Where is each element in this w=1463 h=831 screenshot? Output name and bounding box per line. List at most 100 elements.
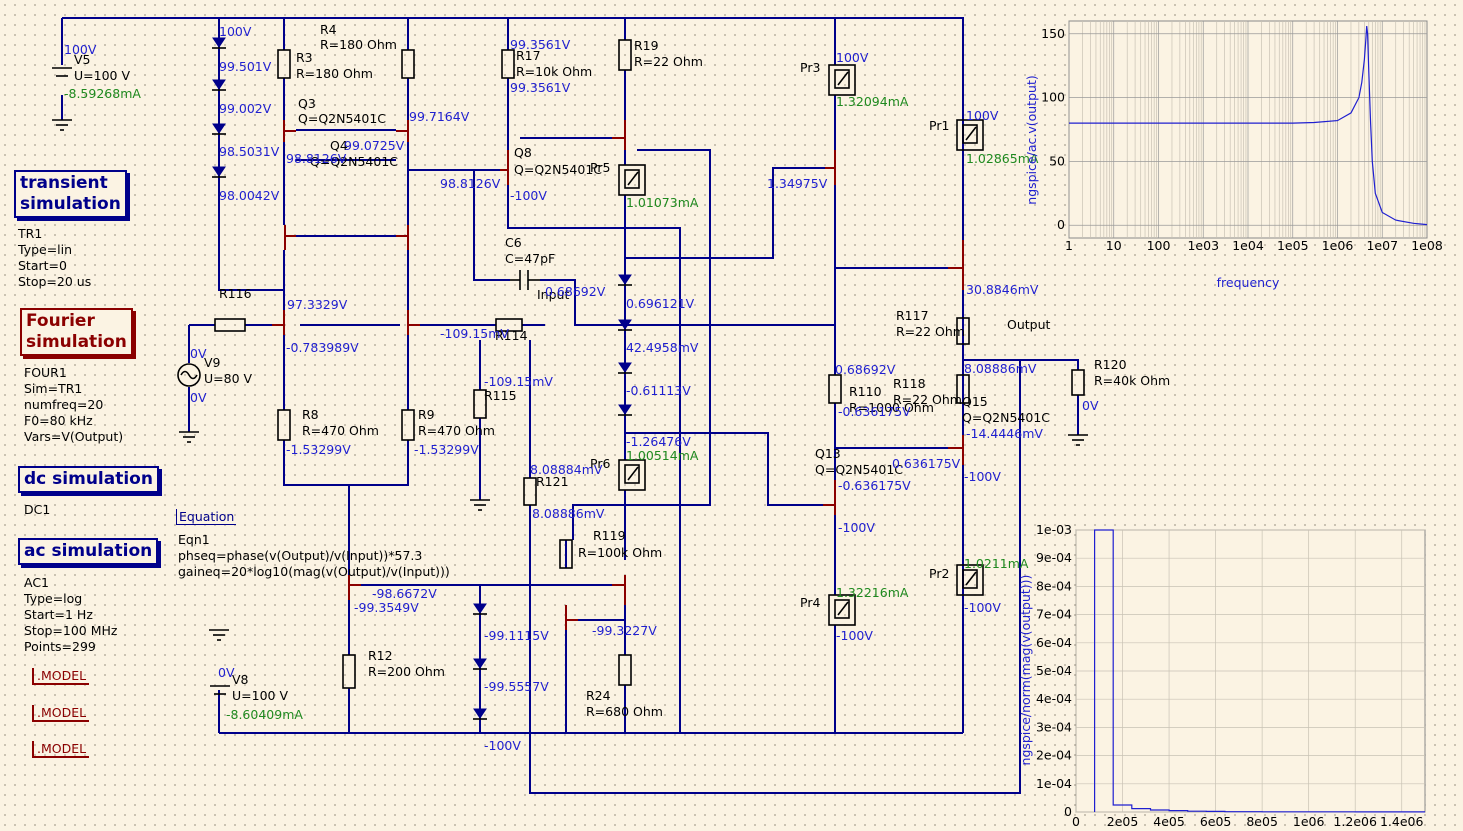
q15-name: Q15: [962, 394, 988, 409]
r118-name: R118: [893, 376, 926, 391]
node-voltage: -1.26476V: [626, 434, 691, 449]
node-voltage: -1.53299V: [286, 442, 351, 457]
pr5-name: Pr5: [590, 160, 610, 175]
r3-value: R=180 Ohm: [296, 66, 373, 81]
pr6-name: Pr6: [590, 456, 610, 471]
chart2-y-tick: 4e-04: [1036, 691, 1072, 706]
chart1-x-tick: 100: [1147, 238, 1171, 253]
r12-name: R12: [368, 648, 393, 663]
node-voltage: -0.783989V: [286, 340, 359, 355]
r119-value: R=100k Ohm: [578, 545, 662, 560]
v8-value: U=100 V: [232, 688, 288, 703]
diode-string[interactable]: [212, 37, 632, 720]
dc-params: DC1: [24, 502, 51, 517]
chart1-x-tick: 1e08: [1411, 238, 1443, 253]
node-voltage: -1.53299V: [414, 442, 479, 457]
chart2-y-tick: 0: [1064, 804, 1072, 819]
node-voltage: -0.636175V: [838, 404, 911, 419]
fourier-title-line2: simulation: [26, 332, 127, 352]
chart2-y-tick: 9e-04: [1036, 550, 1072, 565]
chart2-y-tick: 1e-04: [1036, 776, 1072, 791]
transistors[interactable]: [272, 120, 964, 630]
r120-name: R120: [1094, 357, 1127, 372]
chart2-x-tick: 0: [1072, 814, 1080, 829]
node-voltage: -100V: [484, 738, 521, 753]
node-voltage: 8.08886mV: [964, 361, 1037, 376]
chart2-x-tick: 8e05: [1246, 814, 1278, 829]
r110-name: R110: [849, 384, 882, 399]
c6-name: C6: [505, 235, 522, 250]
chart1-y-tick: 100: [1041, 90, 1065, 105]
probes[interactable]: [618, 64, 984, 626]
chart1-y-tick: 50: [1049, 153, 1065, 168]
pr3-current: 1.32094mA: [836, 94, 909, 109]
r120-value: R=40k Ohm: [1094, 373, 1170, 388]
chart1-y-tick: 150: [1041, 26, 1065, 41]
node-voltage: 97.3329V: [287, 297, 348, 312]
transient-simulation-block[interactable]: transient simulation: [14, 170, 127, 218]
r119-name: R119: [593, 528, 626, 543]
chart2-ylabel: ngspice/norm(mag(v(output))): [1018, 575, 1033, 766]
wires: [61, 17, 1079, 794]
q4-name: Q4: [330, 138, 348, 153]
node-voltage: 98.5031V: [219, 144, 280, 159]
node-voltage: 1.34975V: [767, 176, 828, 191]
v9-value: U=80 V: [204, 371, 253, 386]
v8-current: -8.60409mA: [226, 707, 303, 722]
pr6-current: 1.00514mA: [626, 448, 699, 463]
resistors[interactable]: [214, 39, 1085, 689]
node-voltage: 0.636175V: [892, 456, 961, 471]
chart1-series-line: [1069, 26, 1428, 226]
node-voltage: -100V: [838, 520, 875, 535]
model-block[interactable]: .MODEL: [32, 741, 90, 758]
r9-name: R9: [418, 407, 435, 422]
q13-value: Q=Q2N5401C: [815, 462, 903, 477]
equation-label[interactable]: Equation: [176, 509, 237, 525]
r116-name: R116: [219, 286, 252, 301]
model-block[interactable]: .MODEL: [32, 705, 90, 722]
r3-name: R3: [296, 50, 313, 65]
transient-title-line1: transient: [20, 173, 108, 193]
q3-name: Q3: [298, 96, 316, 111]
ac-simulation-block[interactable]: ac simulation: [18, 538, 159, 565]
chart2-x-tick: 2e05: [1107, 814, 1139, 829]
r110-value: R=1000 Ohm: [849, 400, 934, 415]
chart1-x-tick: 10: [1106, 238, 1122, 253]
q8-value: Q=Q2N5401C: [514, 162, 602, 177]
pr1-name: Pr1: [929, 118, 949, 133]
node-voltage: 98.8126V: [440, 176, 501, 191]
v8-name: V8: [232, 672, 249, 687]
node-voltage: 99.3561V: [510, 37, 571, 52]
dc-simulation-block[interactable]: dc simulation: [18, 466, 159, 493]
pr1-voltage: 100V: [966, 108, 999, 123]
pr3-voltage: 100V: [836, 50, 869, 65]
capacitor-c6[interactable]: [510, 270, 540, 290]
chart2-y-tick: 3e-04: [1036, 719, 1072, 734]
chart1-x-tick: 1e07: [1366, 238, 1398, 253]
r17-name: R17: [516, 48, 541, 63]
r121-name: R121: [536, 474, 569, 489]
pr3-name: Pr3: [800, 60, 820, 75]
v9-v-top: 0V: [190, 346, 207, 361]
model-block[interactable]: .MODEL: [32, 668, 90, 685]
r117-name: R117: [896, 308, 929, 323]
node-voltage: 0.68692V: [835, 362, 896, 377]
q8-name: Q8: [514, 145, 532, 160]
dc-title: dc simulation: [24, 469, 153, 489]
node-voltage: -98.6672V: [372, 586, 437, 601]
node-voltage: -14.4446mV: [966, 426, 1043, 441]
node-voltage: 100V: [219, 24, 252, 39]
sources[interactable]: [52, 67, 230, 695]
r8-name: R8: [302, 407, 319, 422]
fourier-simulation-block[interactable]: Fourier simulation: [20, 308, 133, 356]
r9-value: R=470 Ohm: [418, 423, 495, 438]
node-voltage: 42.4958mV: [626, 340, 699, 355]
r24-name: R24: [586, 688, 611, 703]
chart2-y-tick: 2e-04: [1036, 748, 1072, 763]
